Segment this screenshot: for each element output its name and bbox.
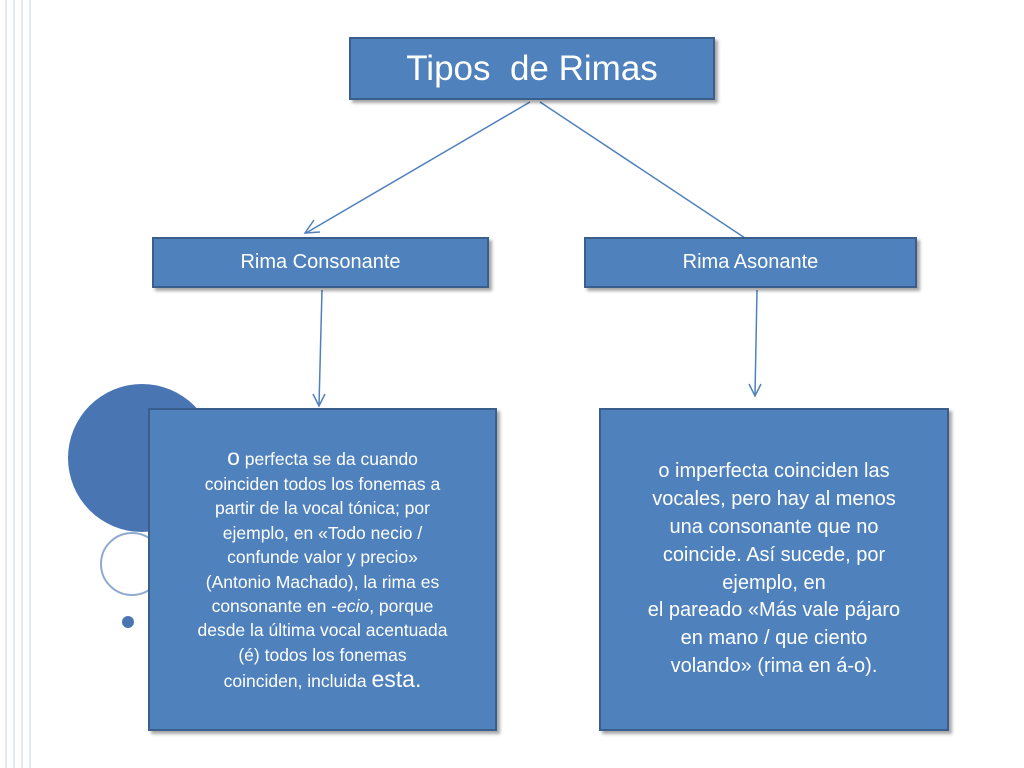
desc-left-line-9: (é) todos los fonemas — [238, 644, 407, 665]
desc-left-line-3: partir de la vocal tónica; por — [215, 498, 430, 519]
description-consonante: o perfecta se da cuando coinciden todos … — [148, 408, 497, 731]
desc-left-line-2: coinciden todos los fonemas a — [204, 473, 441, 494]
desc-left-line-7-pre: consonante en - — [211, 595, 338, 616]
desc-left-lead: o — [227, 444, 240, 471]
desc-right-line-1: o imperfecta coinciden las — [658, 460, 890, 483]
desc-left-line-10-big: esta. — [371, 666, 422, 693]
category-asonante: Rima Asonante — [584, 237, 917, 288]
desc-right-line-2: vocales, pero hay al menos — [652, 488, 896, 511]
decorative-bullet — [122, 616, 134, 628]
desc-right-line-8: volando» (rima en á-o). — [670, 654, 878, 677]
desc-left-line-1-text: perfecta se da cuando — [239, 449, 418, 470]
desc-left-line-8: desde la última vocal acentuada — [197, 620, 448, 641]
arrow-asonante-to-desc — [754, 289, 758, 396]
arrow-consonante-to-desc — [318, 289, 323, 406]
desc-right-line-4: coincide. Así sucede, por — [662, 543, 886, 566]
desc-right-line-6: el pareado «Más vale pájaro — [647, 599, 901, 622]
desc-left-line-6: (Antonio Machado), la rima es — [205, 571, 440, 592]
desc-right-line-5: ejemplo, en — [722, 571, 826, 594]
margin-lines — [5, 0, 31, 768]
diagram-title: Tipos de Rimas — [349, 37, 715, 100]
arrow-title-to-asonante — [539, 101, 746, 239]
arrow-title-to-consonante — [305, 101, 531, 234]
desc-left-line-1: o perfecta se da cuando — [227, 445, 418, 471]
desc-left-line-7-em: ecio — [337, 595, 370, 616]
desc-left-line-7-post: , porque — [369, 595, 434, 616]
desc-left-line-10-pre: coinciden, incluida — [223, 671, 372, 692]
category-consonante: Rima Consonante — [152, 237, 489, 288]
desc-right-line-3: una consonante que no — [669, 515, 879, 538]
desc-right-line-7: en mano / que ciento — [680, 627, 868, 650]
desc-left-line-4: ejemplo, en «Todo necio / — [222, 522, 423, 543]
description-asonante: o imperfecta coinciden las vocales, pero… — [599, 408, 949, 731]
desc-left-line-5: confunde valor y precio» — [227, 547, 418, 568]
desc-left-line-10: coinciden, incluida esta. — [224, 667, 422, 693]
desc-left-line-7: consonante en -ecio, porque — [212, 594, 434, 618]
